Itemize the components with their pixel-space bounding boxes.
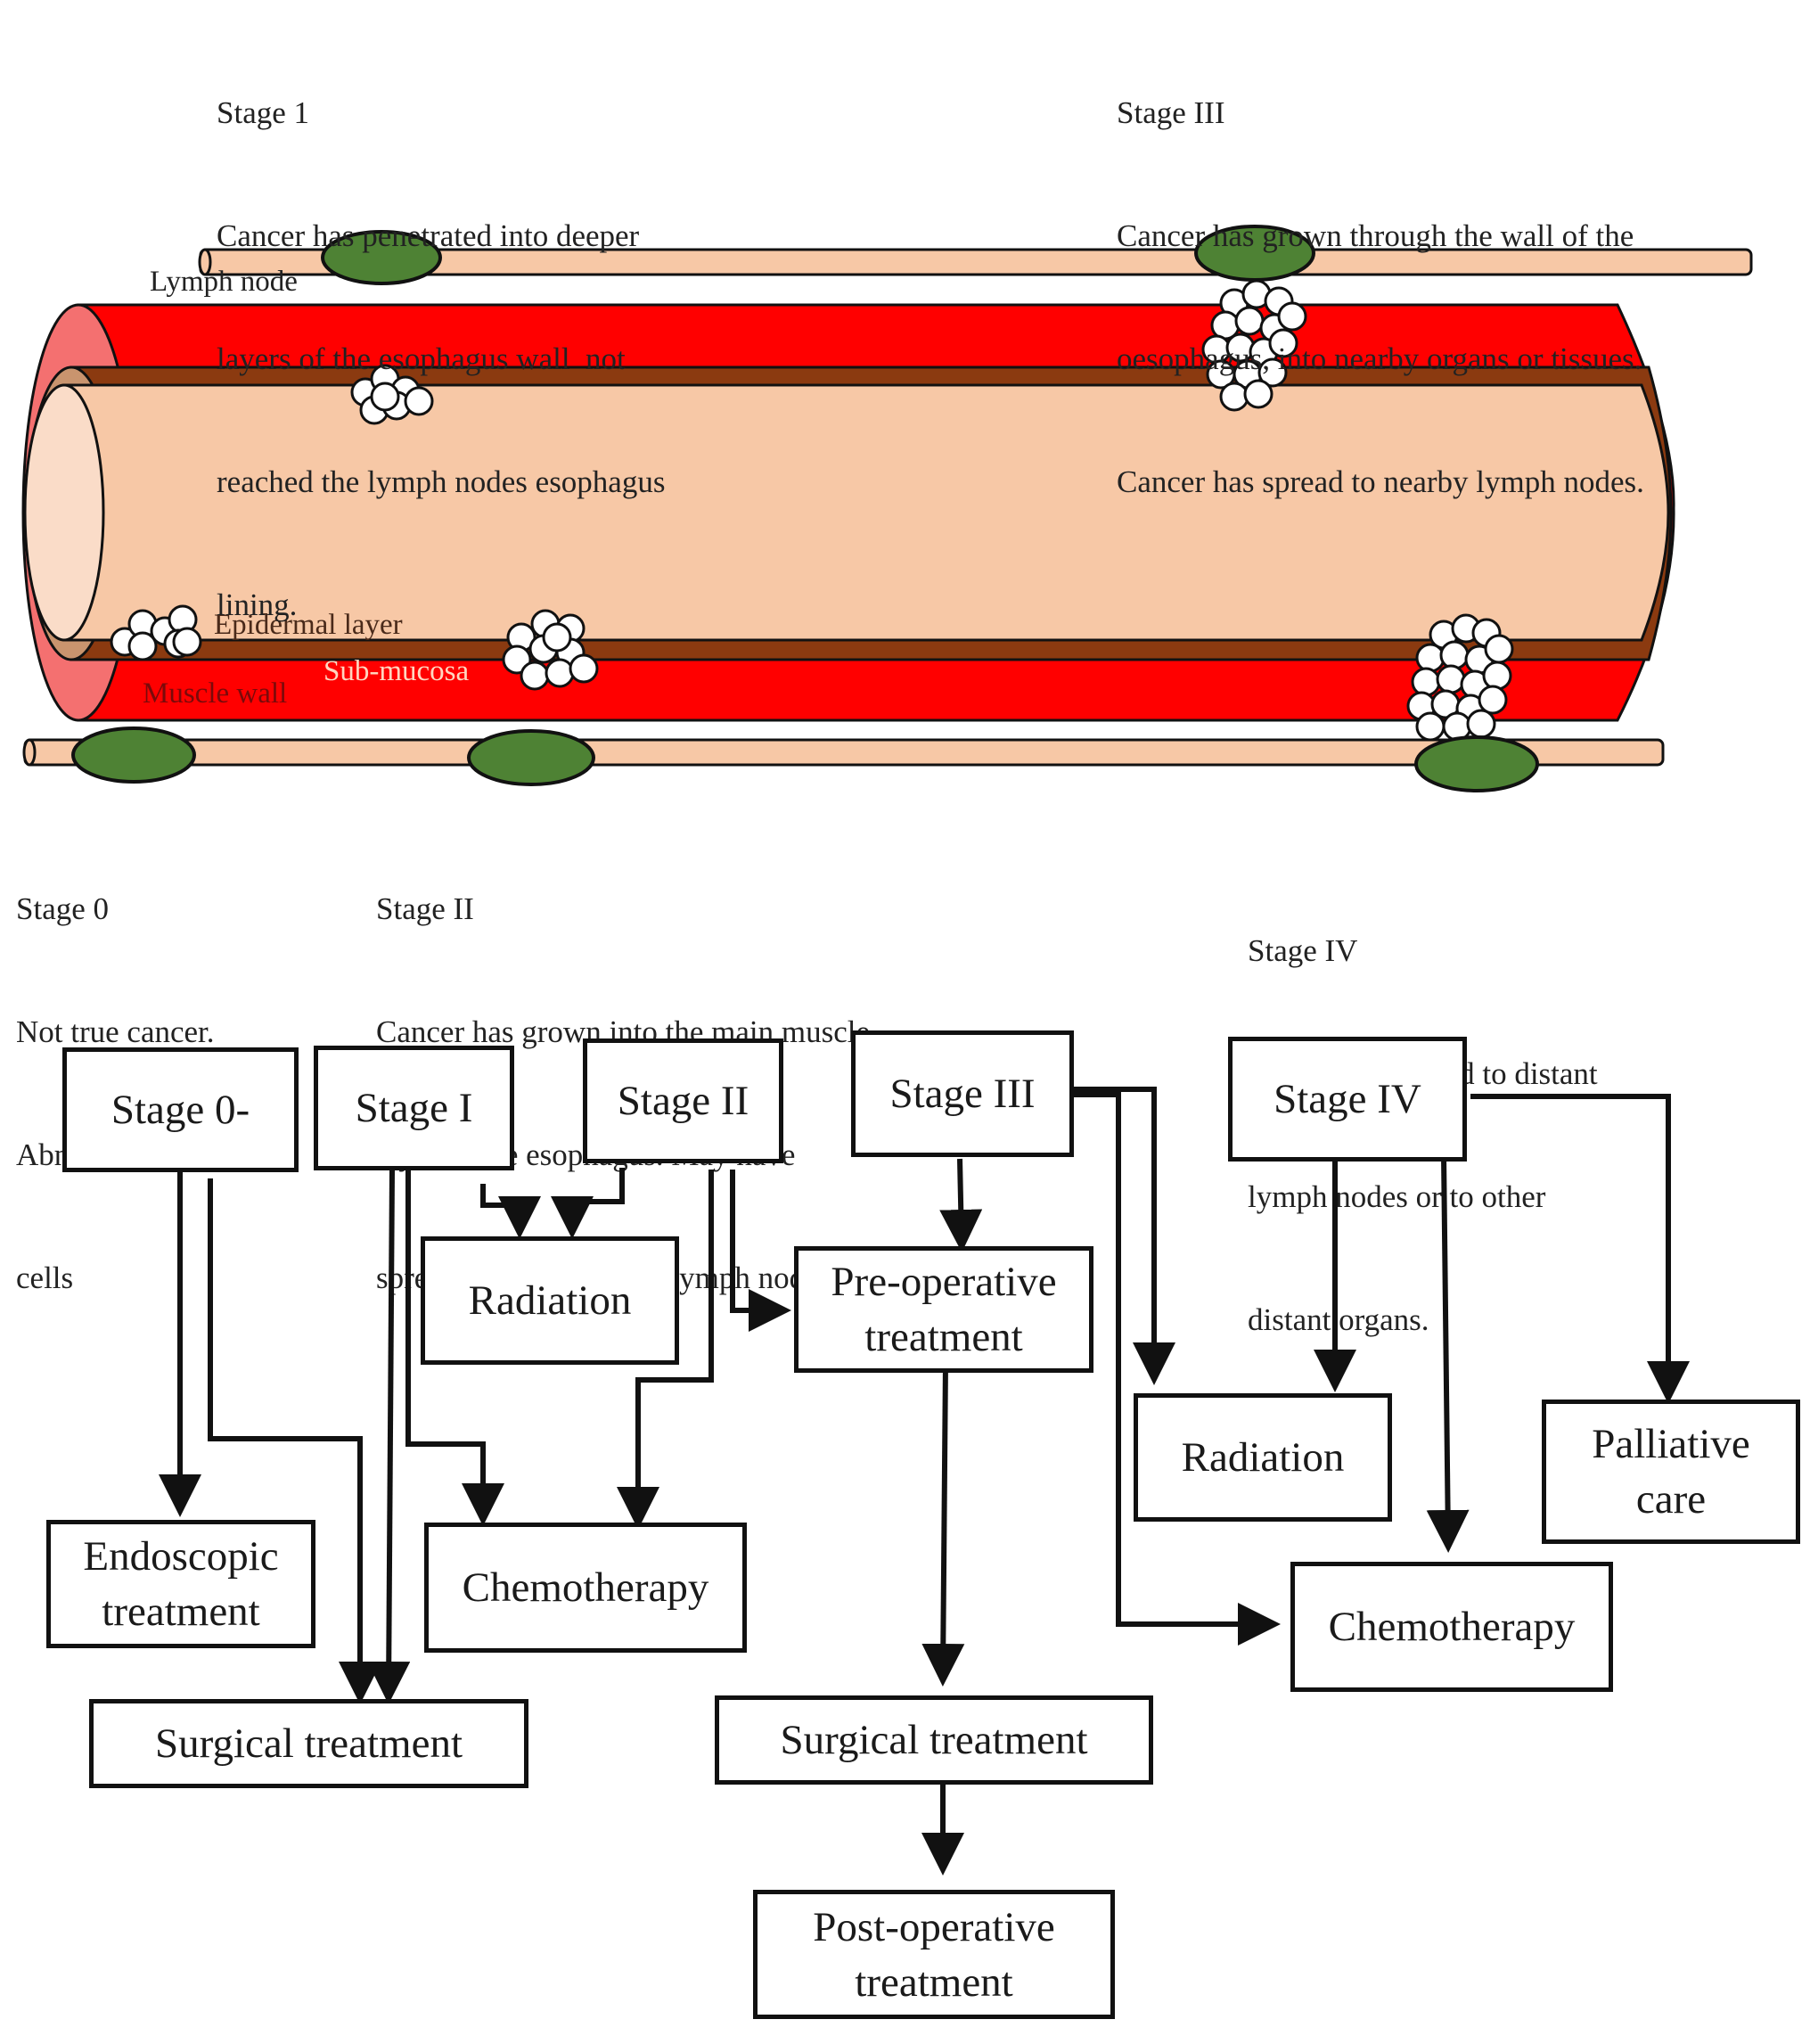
stage0-box: Stage 0-: [62, 1047, 299, 1172]
chemo-box-left: Chemotherapy: [424, 1523, 747, 1653]
surgical-box-left: Surgical treatment: [89, 1699, 528, 1788]
desc-line: cells: [16, 1260, 74, 1295]
endoscopic-box: Endoscopic treatment: [46, 1520, 315, 1648]
preop-label-1: Pre-operative: [831, 1259, 1057, 1305]
stage2-title: Stage II: [376, 891, 474, 926]
stage2-box-label: Stage II: [617, 1078, 749, 1124]
postop-box: Post-operative treatment: [753, 1890, 1115, 2019]
stage2-box: Stage II: [583, 1038, 783, 1163]
lymph-vessel-top: [198, 248, 1753, 276]
chemo-right-label: Chemotherapy: [1328, 1604, 1576, 1650]
desc-line: Not true cancer.: [16, 1014, 215, 1049]
edge-stage3-chemo: [1069, 1092, 1281, 1646]
desc-line: reached the lymph nodes esophagus: [217, 464, 666, 499]
stage1-box: Stage I: [314, 1046, 514, 1170]
stage0-title: Stage 0: [16, 891, 110, 926]
lymph-vessel-bottom: [22, 738, 1665, 767]
lymph-node-bottom-3: [1414, 735, 1539, 792]
desc-line: Cancer has penetrated into deeper: [217, 218, 640, 253]
preop-label-2: treatment: [864, 1314, 1023, 1360]
stage3-box: Stage III: [851, 1030, 1074, 1157]
desc-line: layers of the esophagus wall not: [217, 341, 626, 376]
desc-line: Cancer has spread to nearby lymph nodes.: [1117, 464, 1644, 499]
radiation-box-left: Radiation: [421, 1236, 679, 1365]
desc-line: Cancer has grown through the wall of the: [1117, 218, 1634, 253]
desc-line: distant organs.: [1248, 1302, 1429, 1337]
lymph-node-bottom-2: [467, 729, 595, 786]
desc-line: lymph nodes or to other: [1248, 1179, 1546, 1214]
label-sub-mucosa: Sub-mucosa: [324, 655, 470, 687]
label-muscle-wall: Muscle wall: [143, 677, 288, 710]
stage4-box: Stage IV: [1228, 1037, 1467, 1162]
palliative-label-2: care: [1635, 1476, 1707, 1523]
lymph-node-bottom-1: [71, 726, 196, 784]
endoscopic-label-1: Endoscopic: [83, 1533, 279, 1580]
endoscopic-label-2: treatment: [102, 1588, 260, 1635]
stage3-title: Stage III: [1117, 95, 1225, 130]
epidermal-layer: [23, 383, 1670, 642]
lymph-node-top-left: [321, 230, 442, 285]
palliative-box: Palliative care: [1542, 1400, 1800, 1544]
surgical-box-mid: Surgical treatment: [715, 1695, 1153, 1785]
stage1-box-label: Stage I: [355, 1085, 473, 1131]
stage0-box-label: Stage 0-: [111, 1087, 250, 1133]
stage1-description: Stage 1 Cancer has penetrated into deepe…: [217, 11, 665, 667]
label-epidermal-layer: Epidermal layer: [214, 609, 403, 641]
surgical-left-label: Surgical treatment: [155, 1720, 463, 1767]
desc-line: lining.: [217, 587, 298, 622]
stage1-title: Stage 1: [217, 95, 310, 130]
edge-stage3-preop: [939, 1158, 983, 1252]
preop-box: Pre-operative treatment: [794, 1246, 1093, 1373]
edge-preop-surgical: [921, 1361, 965, 1687]
radiation-box-right: Radiation: [1134, 1393, 1392, 1522]
stage4-box-label: Stage IV: [1274, 1076, 1421, 1122]
radiation-right-label: Radiation: [1181, 1434, 1345, 1481]
stage4-title: Stage IV: [1248, 933, 1358, 968]
label-lymph-node: Lymph node: [150, 266, 298, 298]
stage3-box-label: Stage III: [889, 1071, 1036, 1117]
radiation-left-label: Radiation: [468, 1277, 632, 1324]
surgical-mid-label: Surgical treatment: [780, 1717, 1088, 1763]
esophagus-illustration: [21, 225, 1753, 792]
postop-label-1: Post-operative: [813, 1903, 1055, 1950]
palliative-label-1: Palliative: [1592, 1421, 1750, 1467]
desc-line: oesophagus, into nearby organs or tissue…: [1117, 341, 1642, 376]
chemo-box-right: Chemotherapy: [1290, 1562, 1613, 1692]
chemo-left-label: Chemotherapy: [462, 1564, 709, 1611]
postop-label-2: treatment: [855, 1958, 1013, 2006]
stage3-description: Stage III Cancer has grown through the w…: [1117, 11, 1644, 544]
